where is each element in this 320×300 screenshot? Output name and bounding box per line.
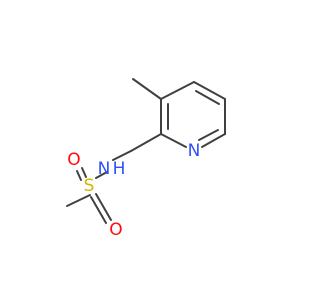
bond-ch2-nh [112, 150, 132, 161]
bond-nh-s [95, 171, 108, 179]
bond-ring-c4-c5-inner [195, 90, 220, 105]
atom-label-amide-nitrogen: N [98, 159, 111, 179]
bond-s-o-top-a [81, 167, 87, 178]
atom-label-sulfur: S [84, 176, 95, 196]
bond-s-o-top-b [76, 170, 82, 181]
atom-label-oxygen-bottom: O [109, 220, 122, 240]
bond-s-o-bottom-a [95, 193, 112, 221]
bond-c2-ch2 [130, 133, 162, 152]
bonds [66, 78, 226, 224]
bond-ring-c4-c5-outer [193, 81, 226, 100]
bond-ring-c6-n-outer [201, 133, 226, 148]
bond-ring-c6-n-inner [198, 129, 219, 141]
bond-methyl-ring [132, 78, 162, 100]
bond-ring-c3-c4 [160, 81, 195, 100]
bond-s-methyl [66, 194, 91, 207]
bond-s-o-bottom-b [90, 196, 107, 224]
atom-labels: N N H S O O [67, 141, 200, 240]
atom-label-oxygen-top: O [67, 150, 80, 170]
atom-label-amide-hydrogen: H [113, 159, 126, 179]
atom-label-ring-nitrogen: N [188, 141, 201, 161]
molecule-structure-diagram: N N H S O O [66, 78, 226, 240]
bond-ring-n-c2 [160, 133, 187, 148]
